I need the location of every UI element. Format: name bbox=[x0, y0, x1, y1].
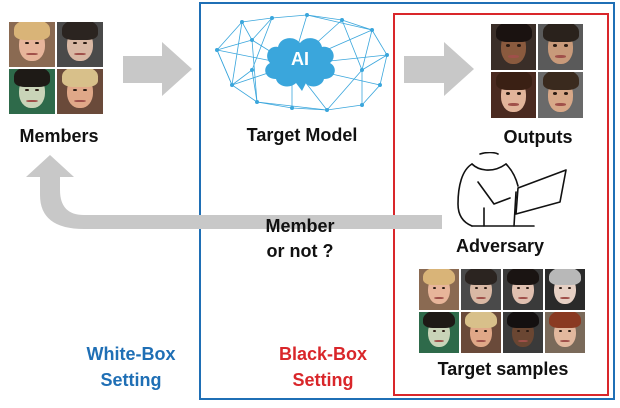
return-arrow-icon bbox=[26, 155, 442, 229]
face-photo bbox=[460, 311, 502, 354]
face-photo bbox=[537, 71, 584, 119]
person-with-laptop-icon bbox=[457, 152, 567, 227]
face-photo bbox=[502, 311, 544, 354]
members-label: Members bbox=[19, 126, 99, 146]
face-photo bbox=[502, 268, 544, 311]
black-box-frame bbox=[393, 13, 609, 396]
white-box-setting-line2: Setting bbox=[100, 370, 162, 390]
member-question-line1: Member bbox=[265, 216, 335, 236]
face-photo bbox=[544, 268, 586, 311]
face-photo bbox=[460, 268, 502, 311]
face-photo bbox=[544, 311, 586, 354]
target-samples-label: Target samples bbox=[437, 359, 569, 379]
ai-text: AI bbox=[291, 49, 309, 69]
face-photo bbox=[490, 23, 537, 71]
right-arrow-icon bbox=[404, 42, 474, 96]
black-box-setting-line1: Black-Box bbox=[278, 344, 368, 364]
members-face-grid bbox=[8, 21, 104, 115]
face-photo bbox=[56, 68, 104, 115]
face-photo bbox=[8, 21, 56, 68]
member-question-line2: or not ? bbox=[266, 241, 334, 261]
target-model-label: Target Model bbox=[246, 125, 358, 145]
black-box-setting-line2: Setting bbox=[292, 370, 354, 390]
white-box-setting-line1: White-Box bbox=[86, 344, 176, 364]
face-photo bbox=[8, 68, 56, 115]
outputs-label: Outputs bbox=[503, 127, 573, 147]
target-samples-face-grid bbox=[418, 268, 588, 354]
adversary-label: Adversary bbox=[455, 236, 545, 256]
outputs-face-grid bbox=[490, 23, 584, 119]
face-photo bbox=[56, 21, 104, 68]
brain-icon bbox=[265, 38, 335, 91]
right-arrow-icon bbox=[123, 42, 192, 96]
face-photo bbox=[418, 268, 460, 311]
face-photo bbox=[490, 71, 537, 119]
white-box-frame bbox=[199, 2, 615, 400]
face-photo bbox=[537, 23, 584, 71]
face-photo bbox=[418, 311, 460, 354]
